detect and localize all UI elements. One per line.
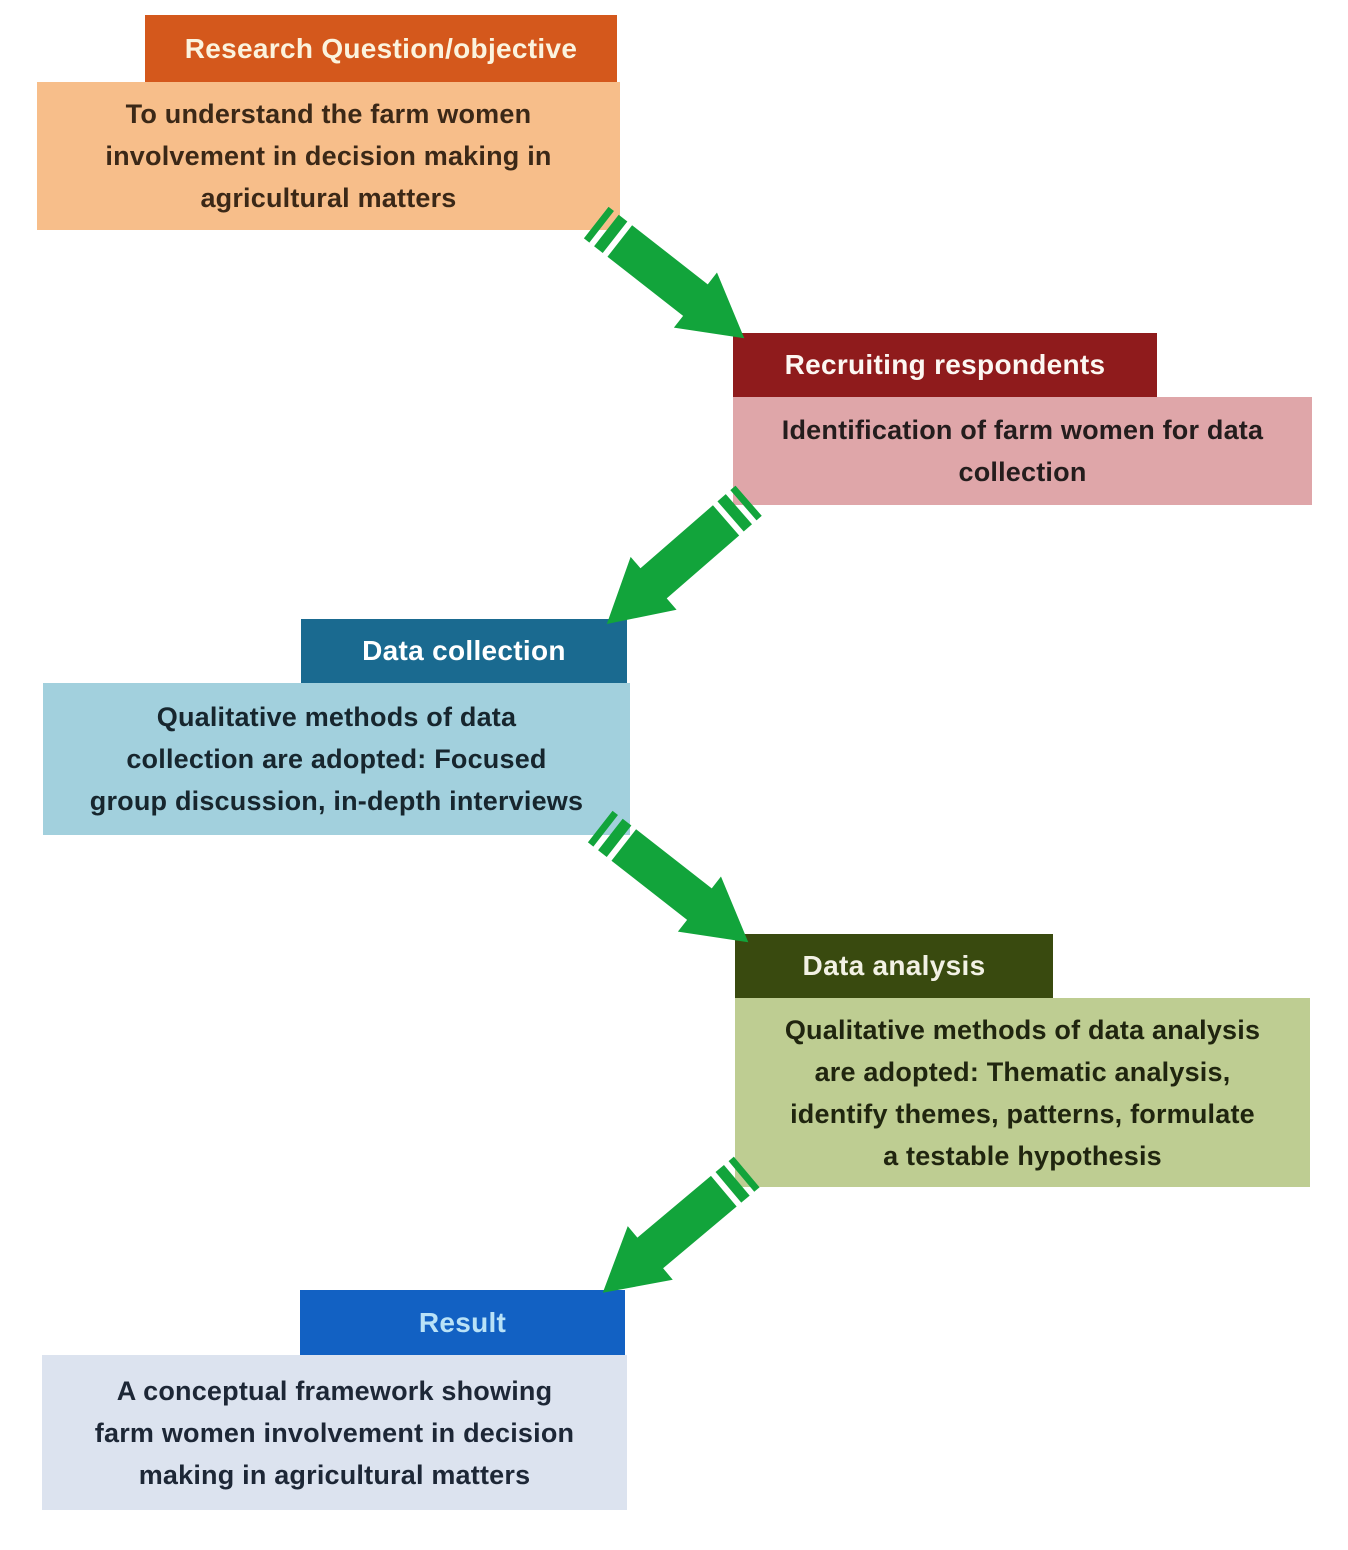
flow-arrow-2: [580, 472, 773, 654]
striped-arrow-icon: [602, 1156, 760, 1293]
research-question-body: To understand the farm women involvement…: [37, 82, 620, 230]
recruiting-respondents-body: Identification of farm women for data co…: [733, 397, 1312, 505]
striped-arrow-icon: [587, 810, 749, 943]
data-collection-body: Qualitative methods of data collection a…: [43, 683, 630, 835]
flow-arrow-1: [573, 193, 770, 370]
research-question-header: Research Question/objective: [145, 15, 617, 82]
flow-arrow-4: [577, 1143, 771, 1323]
data-analysis-header: Data analysis: [735, 934, 1053, 998]
result-header: Result: [300, 1290, 625, 1355]
flow-arrow-3: [577, 797, 774, 974]
data-analysis-body: Qualitative methods of data analysis are…: [735, 998, 1310, 1187]
recruiting-respondents-header: Recruiting respondents: [733, 333, 1157, 397]
striped-arrow-icon: [583, 206, 745, 339]
result-body: A conceptual framework showing farm wome…: [42, 1355, 627, 1510]
striped-arrow-icon: [606, 485, 762, 625]
data-collection-header: Data collection: [301, 619, 627, 683]
